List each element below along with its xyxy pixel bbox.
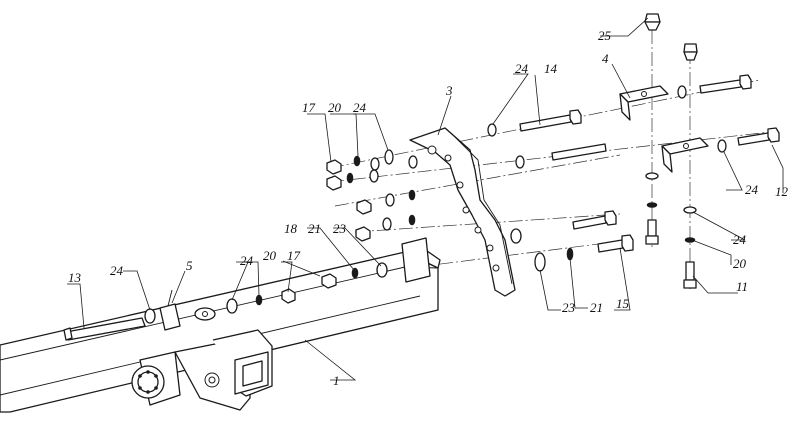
callout-4: 4: [602, 51, 609, 66]
callout-24-c: 24: [353, 100, 367, 115]
callout-20-lower: 20: [263, 248, 277, 263]
callout-14: 14: [544, 61, 558, 76]
callout-24-d: 24: [515, 61, 529, 76]
bolts-right: [487, 109, 634, 272]
callout-21-left: 21: [308, 221, 321, 236]
callout-12: 12: [775, 184, 789, 199]
receiver-hitch: [174, 329, 273, 411]
callout-24-f: 24: [733, 232, 747, 247]
callout-1: 1: [333, 373, 340, 388]
callout-13: 13: [68, 270, 82, 285]
callout-25: 25: [598, 28, 612, 43]
callout-18: 18: [284, 221, 298, 236]
callout-20-upper: 20: [328, 100, 342, 115]
callout-23-right: 23: [562, 300, 576, 315]
vertical-hardware: [644, 13, 698, 289]
callout-15: 15: [616, 296, 630, 311]
callout-3: 3: [445, 83, 453, 98]
socket-bracket: [131, 351, 181, 406]
callout-24-b: 24: [240, 253, 254, 268]
callout-20-right: 20: [733, 256, 747, 271]
hardware-left-upper: [326, 149, 418, 242]
angle-bracket-upper: [619, 74, 752, 121]
callout-11: 11: [736, 279, 748, 294]
callout-24-e: 24: [745, 182, 759, 197]
callout-17-lower: 17: [287, 248, 301, 263]
callouts: 1 3 4 5 11 12 13 14 15 17 17 18 20 20 20…: [68, 28, 789, 388]
callout-17-upper: 17: [302, 100, 316, 115]
leader-lines: [67, 17, 784, 381]
mounting-plate: [409, 127, 516, 297]
callout-5: 5: [186, 258, 193, 273]
angle-bracket-lower: [661, 127, 780, 173]
hardware-left-lower: [321, 262, 388, 289]
callout-21-right: 21: [590, 300, 603, 315]
callout-23-left: 23: [333, 221, 347, 236]
callout-24-a: 24: [110, 263, 124, 278]
